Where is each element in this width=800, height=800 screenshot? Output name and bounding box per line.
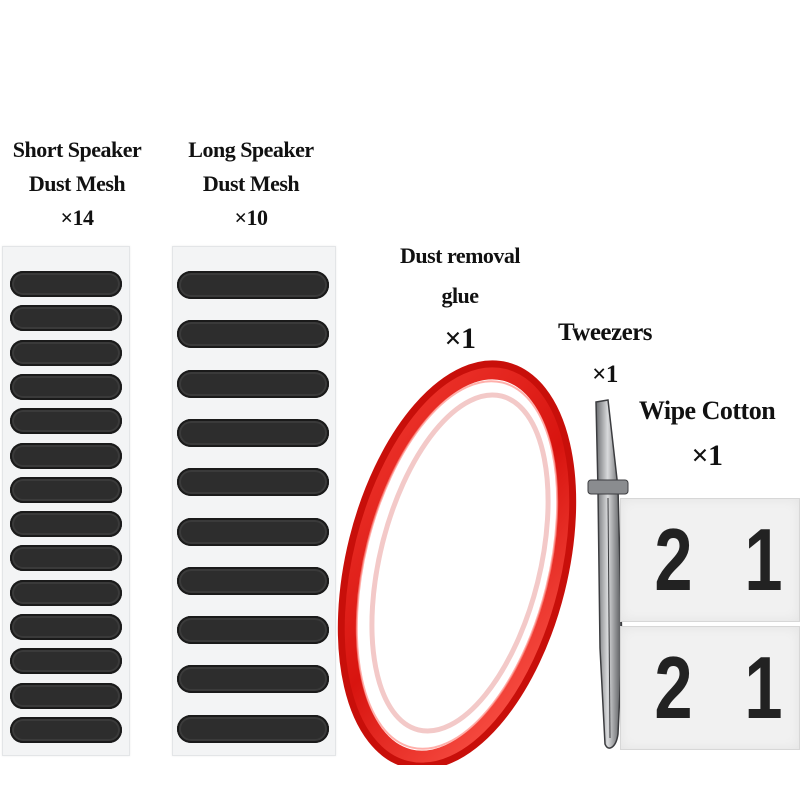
short-mesh-piece <box>10 716 122 743</box>
short-mesh-label-line2: Dust Mesh <box>28 171 126 196</box>
cotton-label-count: ×1 <box>691 439 723 472</box>
short-mesh-piece <box>10 614 122 640</box>
glue-label-count: ×1 <box>444 322 476 355</box>
long-mesh-sheet <box>172 246 336 756</box>
long-mesh-label-line2: Dust Mesh <box>202 171 300 196</box>
short-mesh-label: Short Speaker Dust Mesh ×14 <box>2 133 152 235</box>
cotton-pad-bottom-digit-left: 2 <box>654 638 693 737</box>
cotton-pad-bottom: 2 1 <box>620 626 800 750</box>
tape-band <box>344 367 570 763</box>
long-mesh-piece <box>177 418 329 447</box>
short-mesh-piece <box>10 305 122 332</box>
long-mesh-piece <box>177 271 329 299</box>
short-mesh-piece <box>10 579 122 606</box>
long-mesh-piece <box>177 468 329 497</box>
tape-highlight <box>355 380 559 750</box>
glue-label-line2: glue <box>441 283 479 308</box>
long-mesh-piece <box>177 616 329 645</box>
tape-inner-core <box>369 392 551 734</box>
short-mesh-piece <box>10 408 122 435</box>
cotton-pad-top: 2 1 <box>620 498 800 622</box>
long-mesh-piece <box>177 320 329 349</box>
long-mesh-piece <box>177 517 329 546</box>
long-mesh-piece <box>177 566 329 595</box>
short-mesh-piece <box>10 648 122 675</box>
long-mesh-piece <box>177 665 329 694</box>
short-mesh-label-count: ×14 <box>60 205 94 230</box>
tweezers-label-line1: Tweezers <box>557 319 653 346</box>
short-mesh-piece <box>10 511 122 538</box>
long-mesh-label-count: ×10 <box>234 205 268 230</box>
short-mesh-label-line1: Short Speaker <box>12 137 142 162</box>
glue-label: Dust removal glue ×1 <box>385 236 535 362</box>
tweezers-label-count: ×1 <box>592 361 618 388</box>
short-mesh-piece <box>10 339 122 366</box>
cotton-pad-bottom-digit-right: 1 <box>744 638 783 737</box>
long-mesh-piece <box>177 714 329 743</box>
tweezers-seam <box>607 497 611 739</box>
short-mesh-piece <box>10 476 122 503</box>
short-mesh-piece <box>10 682 122 709</box>
short-mesh-piece <box>10 545 122 572</box>
short-mesh-piece <box>10 442 122 469</box>
cotton-pad-top-digit-right: 1 <box>744 510 783 609</box>
short-mesh-sheet <box>2 246 130 756</box>
glue-label-line1: Dust removal <box>399 243 521 268</box>
tape-roll-image <box>337 360 577 765</box>
long-mesh-label-line1: Long Speaker <box>188 137 314 162</box>
long-mesh-label: Long Speaker Dust Mesh ×10 <box>176 133 326 235</box>
tweezers-grip <box>587 479 629 495</box>
cotton-label-line1: Wipe Cotton <box>638 396 776 425</box>
short-mesh-piece <box>10 373 122 400</box>
cotton-label: Wipe Cotton ×1 <box>624 394 790 484</box>
short-mesh-piece <box>10 271 122 297</box>
cotton-pad-top-digit-left: 2 <box>654 510 693 609</box>
tweezers-label: Tweezers ×1 <box>540 316 670 400</box>
long-mesh-piece <box>177 369 329 398</box>
